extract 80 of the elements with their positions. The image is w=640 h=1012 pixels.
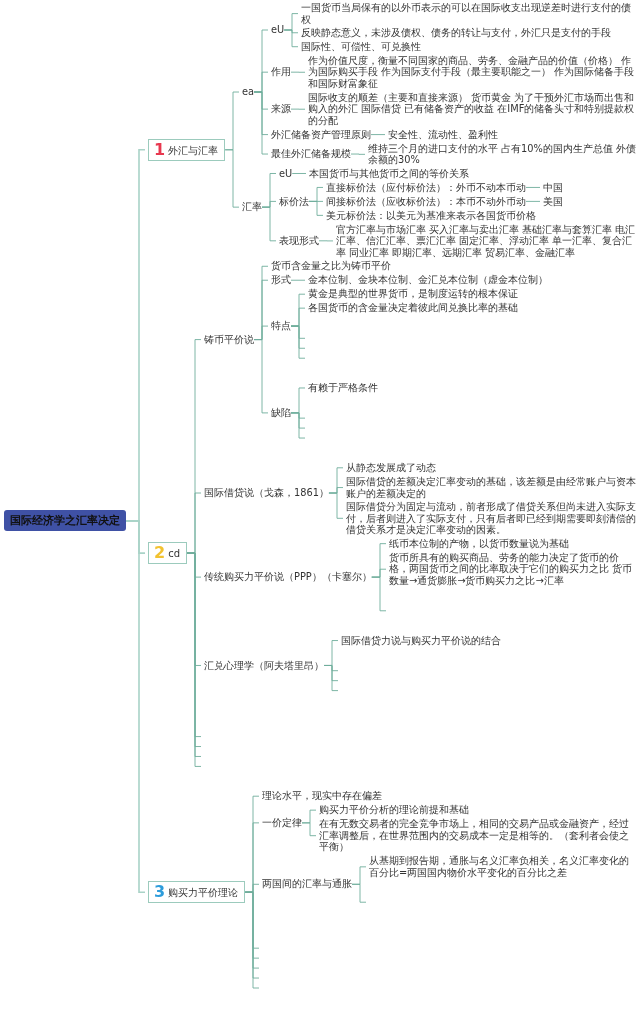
branch-label: 外汇储备资产管理原则 — [271, 128, 371, 141]
branch-label: 两国间的汇率与通胀 — [262, 878, 352, 891]
branch-line — [224, 149, 240, 208]
branch-label: 美国 — [543, 195, 563, 208]
branch-label: 各国货币的含金量决定着彼此间兑换比率的基础 — [308, 302, 518, 314]
branch-line — [290, 412, 306, 439]
branch-label: 汇兑心理学（阿夫塔里昂） — [204, 659, 324, 672]
branch-label: 国际借贷的差额决定汇率变动的基础，该差额是由经常账户与资本账户的差额决定的 — [346, 475, 637, 500]
branch-line — [291, 173, 307, 174]
branch-line — [253, 339, 269, 414]
central-topic-box: 国际经济学之汇率决定 — [4, 510, 126, 532]
topic-box — [148, 881, 246, 904]
branch-line — [290, 279, 306, 281]
branch-label: 金本位制、金块本位制、金汇兑本位制（虚金本位制） — [308, 274, 548, 286]
branch-line — [261, 206, 277, 242]
branch-line — [371, 576, 387, 612]
branch-line — [323, 665, 339, 692]
branch-label: 国际借贷说（戈森，1861） — [204, 487, 329, 499]
branch-label: 从静态发展成了动态 — [346, 462, 436, 474]
branch-label: 购买力平价分析的理论前提和基础 — [319, 804, 469, 816]
branch-label: 形式 — [271, 274, 291, 286]
branch-label: 黄金是典型的世界货币，是制度运转的根本保证 — [308, 288, 518, 300]
branch-label: eU — [271, 24, 285, 36]
branch-line — [525, 187, 541, 188]
branch-line — [301, 822, 317, 837]
branch-label: 国际性、可偿性、可兑换性 — [301, 40, 421, 53]
branch-label: 直接标价法（应付标价法）：外币不动本币动 — [326, 181, 526, 194]
branch-line — [370, 134, 386, 136]
branch-label: 中国 — [543, 181, 563, 194]
topic-label: 购买力平价理论 — [168, 887, 239, 899]
topic-box — [148, 542, 187, 565]
branch-line — [290, 108, 306, 110]
branch-label: 作用 — [271, 66, 291, 78]
branch-label: 一价定律 — [262, 817, 302, 829]
branch-line — [253, 91, 269, 155]
branch-line — [308, 200, 324, 216]
branch-label: 本国货币与其他货币之间的等价关系 — [309, 167, 469, 180]
branch-label: 作为价值尺度，衡量不同国家的商品、劳务、金融产品的价值（价格） 作为国际购买手段 作为国际支付手段（最主要职能之一） 作为国际储备手段和国际财富象征 — [308, 54, 637, 90]
branch-label: ea — [242, 86, 255, 98]
branch-line — [318, 240, 334, 242]
branch-label: 一国货币当局保有的以外币表示的可以在国际收支出现逆差时进行支付的债权 — [301, 2, 637, 26]
section-number: 1 — [154, 139, 166, 159]
branch-line — [328, 492, 344, 519]
branch-label: 汇率 — [242, 201, 262, 213]
branch-label: 来源 — [271, 103, 291, 115]
branch-label: 标价法 — [279, 195, 309, 208]
branch-line — [290, 325, 306, 359]
branch-label: 有赖于严格条件 — [308, 382, 378, 394]
branch-label: 理论水平，现实中存在偏差 — [262, 790, 382, 802]
branch-label: 官方汇率与市场汇率 买入汇率与卖出汇率 基础汇率与套算汇率 电汇汇率、信汇汇率、票汇汇率 固定汇率、浮动汇率 单一汇率、复合汇率 同业汇率 即期汇率、远期汇率 贸易汇率、金融汇率 — [336, 223, 637, 259]
branch-line — [350, 153, 366, 155]
branch-label: 国际收支的顺差（主要和直接来源） 货币黄金 为了干预外汇市场而出售和购入的外汇 国际借贷 已有储备资产的收益 在IMF的储备头寸和特别提款权的分配 — [308, 91, 637, 127]
branch-label: 国际借贷分为固定与流动，前者形成了借贷关系但尚未进入实际支付，后者则进入了实际支付，只有后者即已经到期需要即刻清偿的借贷关系才是决定汇率变动的因素。 — [346, 500, 637, 536]
branch-label: eU — [279, 167, 293, 180]
branch-label: 表现形式 — [279, 235, 319, 247]
branch-label: 特点 — [271, 320, 291, 332]
branch-label: 间接标价法（应收标价法）：本币不动外币动 — [326, 195, 526, 208]
section-number: 2 — [154, 543, 166, 563]
branch-label: 传统购买力平价说（PPP）（卡塞尔） — [204, 571, 372, 583]
topic-label: 外汇与汇率 — [168, 144, 219, 156]
branch-label: 铸币平价说 — [204, 333, 254, 346]
branch-line — [525, 200, 541, 202]
branch-label: 货币含金量之比为铸币平价 — [271, 260, 391, 273]
branch-label: 国际借贷力说与购买力平价说的结合 — [341, 634, 501, 647]
branch-label: 最佳外汇储备规模 — [271, 148, 351, 160]
branch-label: 在有无数交易者的完全竞争市场上，相同的交易产品或金融资产，经过汇率调整后，在世界范围内的交易成本一定是相等的。（套利者会使之平衡） — [319, 818, 637, 854]
topic-label: cd — [168, 548, 180, 560]
branch-label: 缺陷 — [271, 407, 291, 419]
branch-label: 反映静态意义，未涉及债权、债务的转让与支付，外汇只是支付的手段 — [301, 26, 611, 39]
branch-line — [283, 29, 299, 48]
branch-line — [351, 883, 367, 903]
branch-label: 货币所具有的购买商品、劳务的能力决定了货币的价格，两国货币之间的比率取决于它们的购买力之比 货币数量→通货膨胀→货币购买力之比→汇率 — [389, 551, 637, 587]
branch-label: 美元标价法：以美元为基准来表示各国货币价格 — [326, 209, 536, 222]
branch-label: 纸币本位制的产物，以货币数量说为基础 — [389, 537, 569, 550]
section-number: 3 — [154, 882, 166, 902]
topic-box — [148, 138, 226, 161]
branch-label: 从基期到报告期，通胀与名义汇率负相关，名义汇率变化的百分比=两国国内物价水平变化的百分比之差 — [369, 855, 637, 879]
branch-label: 维持三个月的进口支付的水平 占有10%的国内生产总值 外债余额的30% — [368, 142, 637, 166]
branch-line — [290, 71, 306, 73]
branch-label: 安全性、流动性、盈利性 — [388, 128, 498, 141]
